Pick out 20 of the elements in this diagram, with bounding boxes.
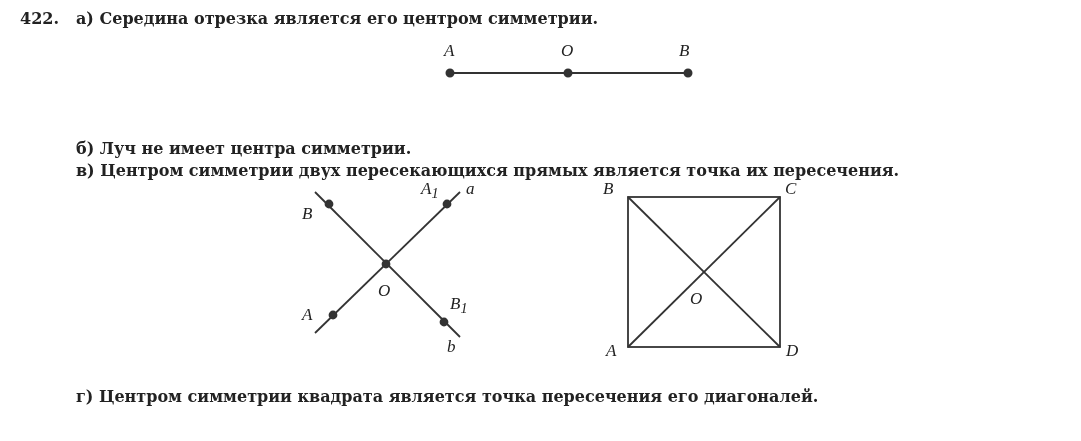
line-name: b: [447, 338, 456, 357]
point-label: A: [302, 306, 313, 325]
point-label: A$_{1}$: [421, 180, 439, 202]
point-label: B$_{1}$: [450, 295, 468, 317]
answer-text: а) Середина отрезка является его центром симметрии.: [76, 10, 599, 28]
answer-text: б) Луч не имеет центра симметрии.: [76, 140, 412, 158]
point-label: O: [378, 282, 391, 301]
line-name: a: [466, 180, 475, 199]
point-label: O: [690, 290, 703, 309]
point-label: A: [444, 42, 455, 61]
point-label: C: [785, 180, 797, 199]
point-label: A: [606, 342, 617, 361]
answer-text: г) Центром симметрии квадрата является точка пересечения его диагоналей.: [76, 388, 819, 406]
answer-text: в) Центром симметрии двух пересекающихся прямых является точка их пересечения.: [76, 162, 900, 180]
point-label: O: [561, 42, 574, 61]
point-label: B: [679, 42, 690, 61]
point-label: B: [302, 205, 313, 224]
point-label: B: [603, 180, 614, 199]
problem-number: 422.: [20, 10, 59, 28]
point-label: D: [786, 342, 799, 361]
